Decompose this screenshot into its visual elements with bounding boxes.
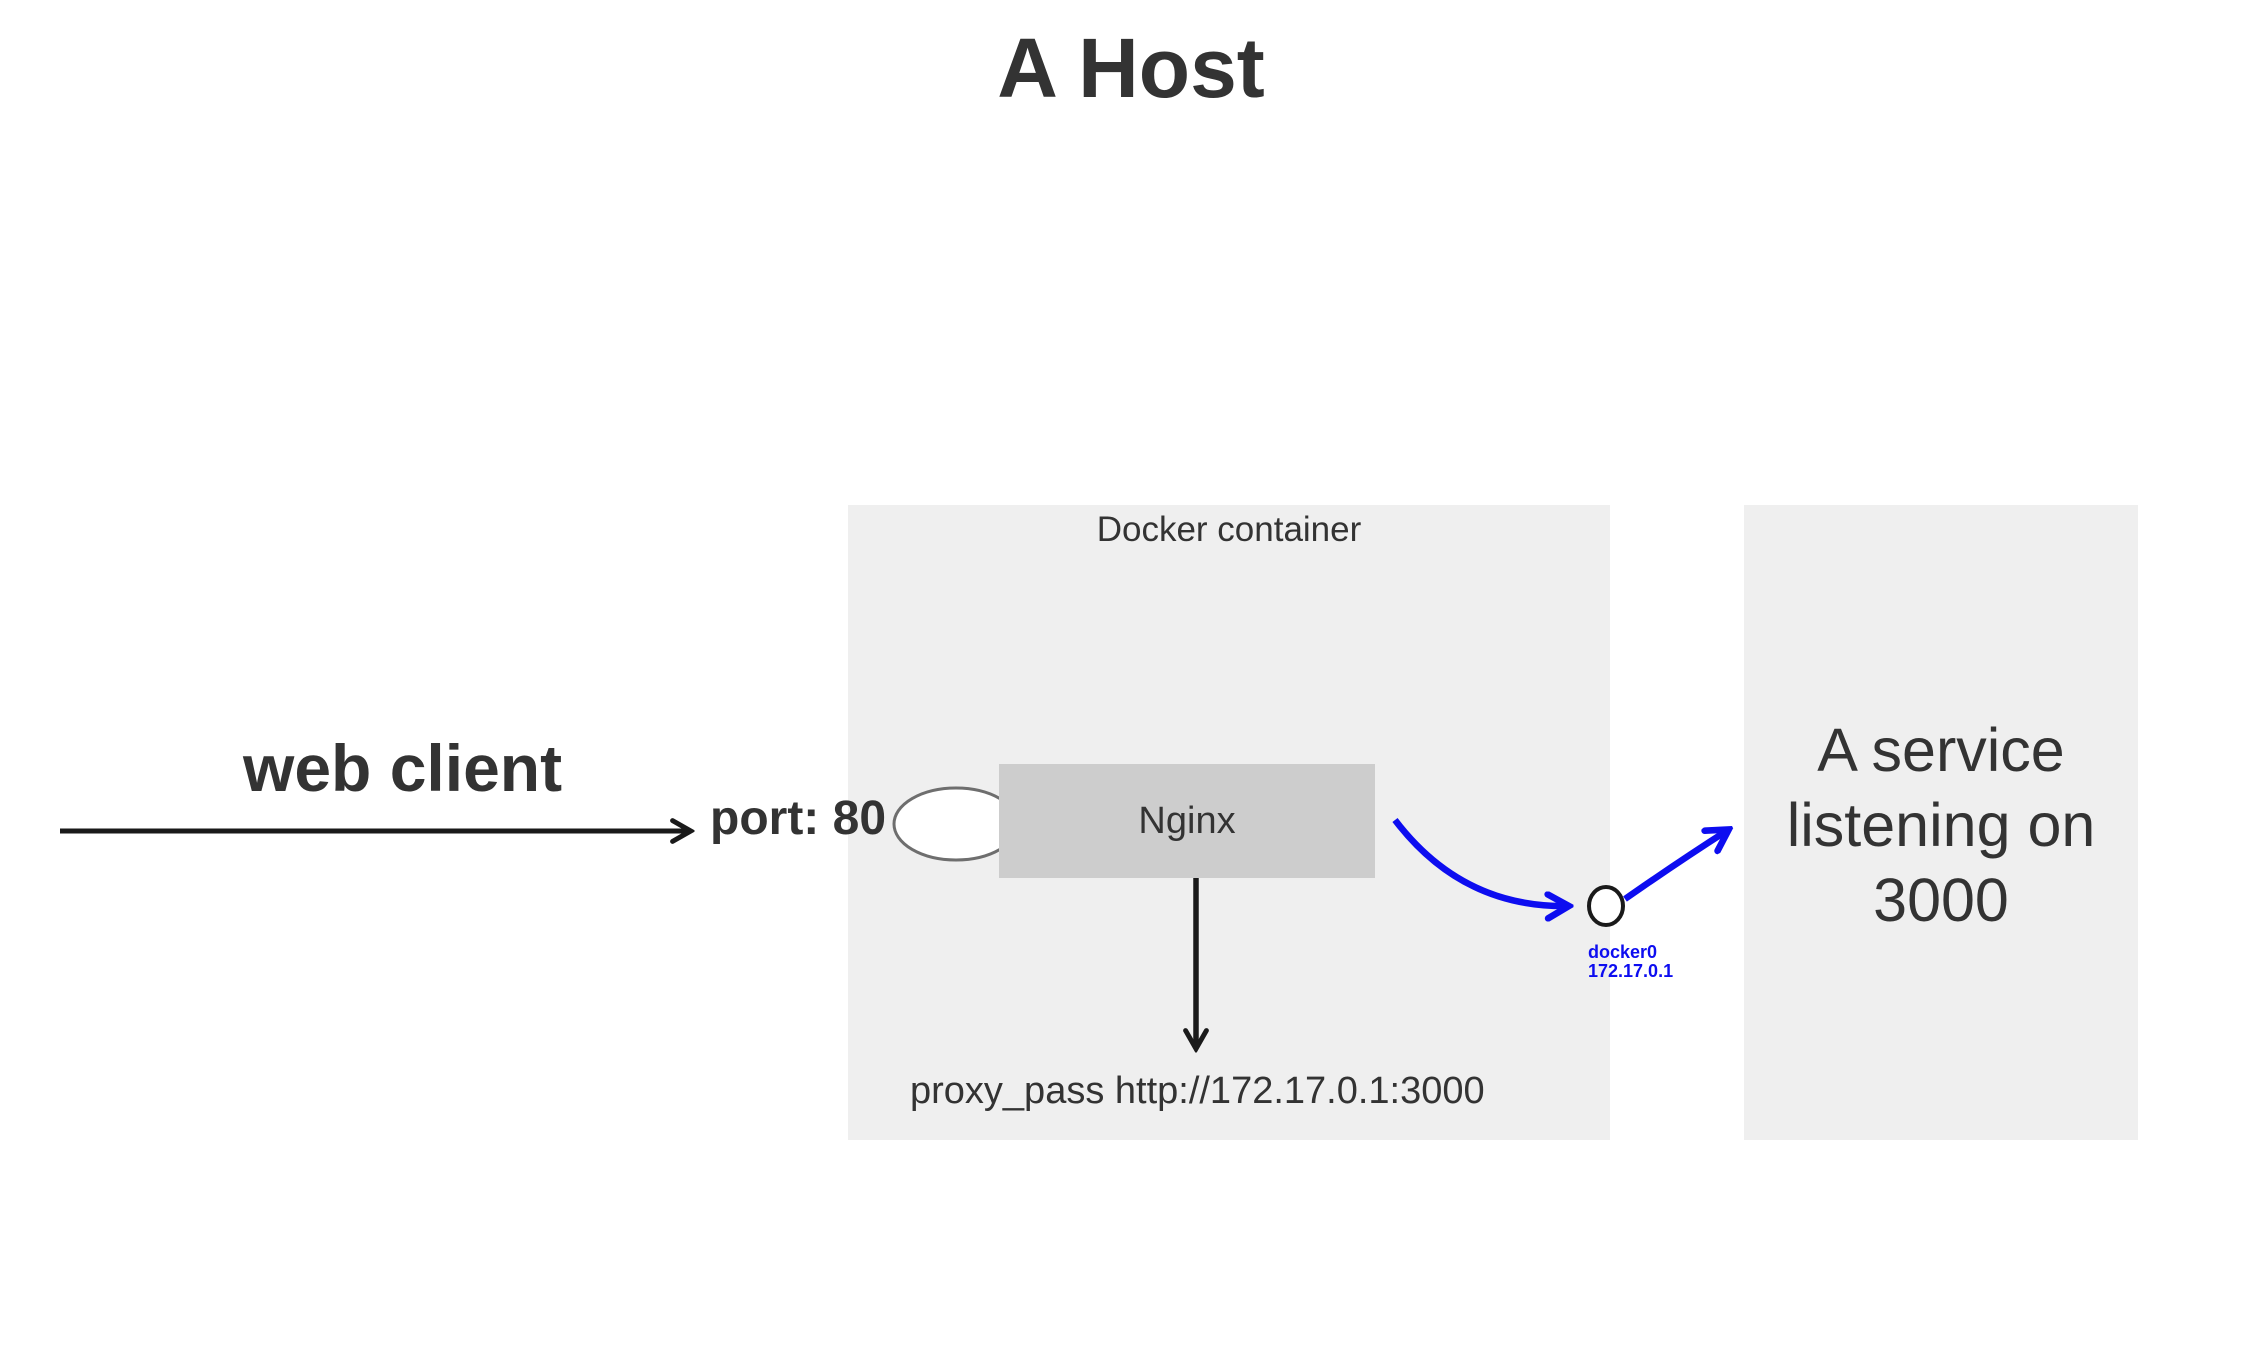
service-label-line: listening on <box>1786 791 2096 859</box>
page-title: A Host <box>997 21 1265 115</box>
nginx-box: Nginx <box>999 764 1375 878</box>
service-label: A service listening on 3000 <box>1744 713 2138 938</box>
port-80-label: port: 80 <box>710 792 887 845</box>
service-box <box>1744 505 2138 1140</box>
service-label-line: A service <box>1817 716 2065 784</box>
docker0-to-service-arrow <box>1623 830 1728 902</box>
service-label-line: 3000 <box>1873 866 2009 934</box>
docker0-interface-ip: 172.17.0.1 <box>1588 961 1674 981</box>
proxy-pass-label: proxy_pass http://172.17.0.1:3000 <box>910 1070 1485 1112</box>
docker0-interface-label: docker0 172.17.0.1 <box>1588 943 1673 981</box>
docker-container-label: Docker container <box>1096 510 1362 549</box>
nginx-label: Nginx <box>1138 799 1236 842</box>
web-client-label: web client <box>243 731 563 805</box>
docker0-interface-name: docker0 <box>1588 942 1658 962</box>
